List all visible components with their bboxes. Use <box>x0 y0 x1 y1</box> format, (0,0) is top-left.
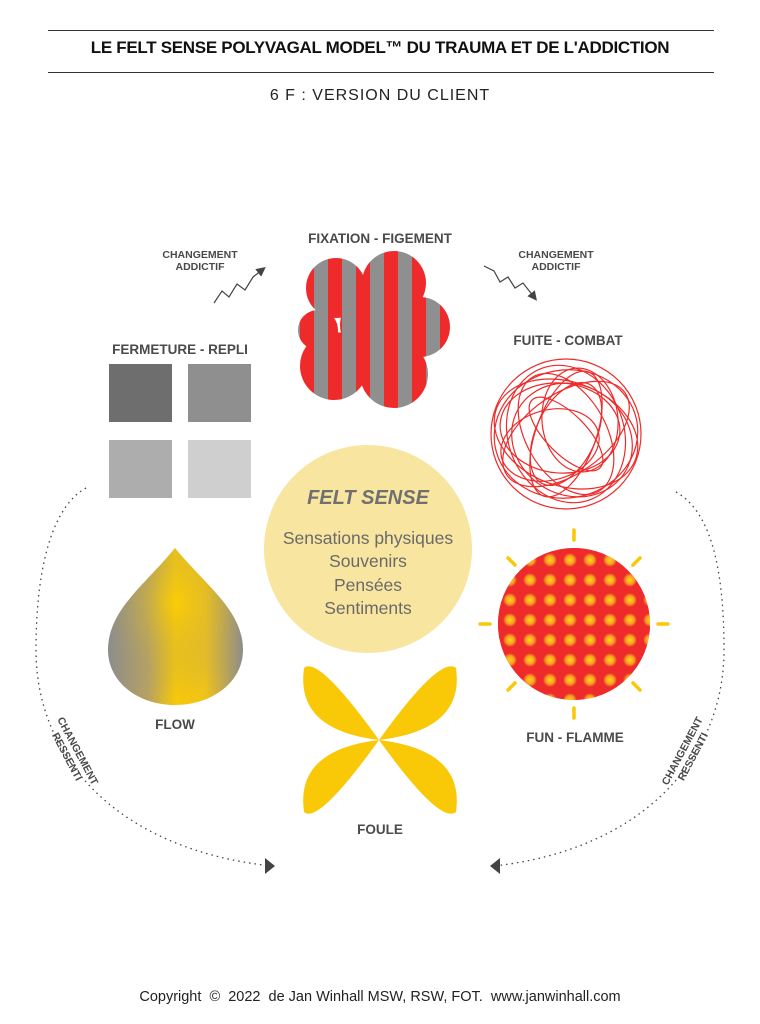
fermeture-square-4 <box>188 440 251 498</box>
sun-rays <box>478 528 670 720</box>
shift-addictif-left: CHANGEMENT ADDICTIF <box>140 249 260 273</box>
fermeture-square-3 <box>109 440 172 498</box>
right-arc-arrowhead <box>490 858 500 874</box>
right-zigzag-arrow <box>483 265 537 301</box>
label-fixation: FIXATION - FIGEMENT <box>308 231 452 246</box>
label-fuite: FUITE - COMBAT <box>513 333 623 348</box>
label-flow: FLOW <box>155 717 195 732</box>
fun-sun-shape <box>498 548 650 700</box>
left-dotted-arc <box>35 487 273 867</box>
title-rule <box>48 72 714 73</box>
shift-addictif-right: CHANGEMENT ADDICTIF <box>496 249 616 273</box>
shift-addictif-right-line2: ADDICTIF <box>531 261 581 273</box>
right-dotted-arc <box>493 491 725 867</box>
left-arc-arrowhead <box>265 858 275 874</box>
foule-butterfly-shape <box>303 666 457 814</box>
shift-addictif-left-line1: CHANGEMENT <box>162 249 238 261</box>
fixation-flower-shape <box>298 251 450 408</box>
felt-sense-item: Souvenirs <box>329 551 407 571</box>
shift-addictif-right-line1: CHANGEMENT <box>518 249 594 261</box>
top-rule <box>48 30 714 31</box>
label-fermeture: FERMETURE - REPLI <box>112 342 248 357</box>
fermeture-square-2 <box>188 364 251 422</box>
fermeture-square-1 <box>109 364 172 422</box>
fuite-scribble-ball <box>490 358 642 510</box>
left-zigzag-arrow <box>213 267 266 304</box>
felt-sense-title: FELT SENSE <box>307 487 429 509</box>
felt-sense-circle <box>264 445 472 653</box>
shift-addictif-left-line2: ADDICTIF <box>175 261 225 273</box>
page-title: LE FELT SENSE POLYVAGAL MODEL™ DU TRAUMA… <box>90 38 670 57</box>
felt-sense-item: Sensations physiques <box>282 528 454 548</box>
flow-drop-highlight <box>108 548 243 705</box>
label-foule: FOULE <box>357 822 403 837</box>
page-subtitle: 6 F : VERSION DU CLIENT <box>269 87 491 104</box>
copyright-footer: Copyright © 2022 de Jan Winhall MSW, RSW… <box>139 989 621 1005</box>
felt-sense-item: Pensées <box>333 575 403 595</box>
felt-sense-item: Sentiments <box>324 598 412 618</box>
label-fun: FUN - FLAMME <box>526 730 624 745</box>
